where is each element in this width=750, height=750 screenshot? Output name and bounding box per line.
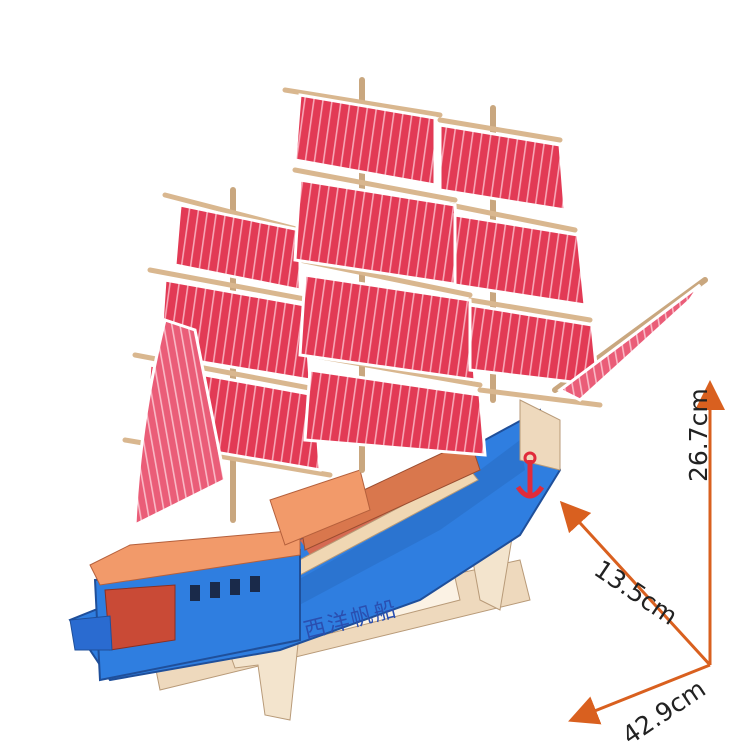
forecastle <box>269 469 371 546</box>
anchor-icon <box>515 451 545 499</box>
width-arrow <box>559 500 712 667</box>
height-dimension-label: 26.7cm <box>684 388 713 482</box>
length-arrow <box>568 663 711 725</box>
sails <box>133 93 702 528</box>
dimension-arrows <box>559 380 725 725</box>
stern-cabin <box>69 529 301 682</box>
